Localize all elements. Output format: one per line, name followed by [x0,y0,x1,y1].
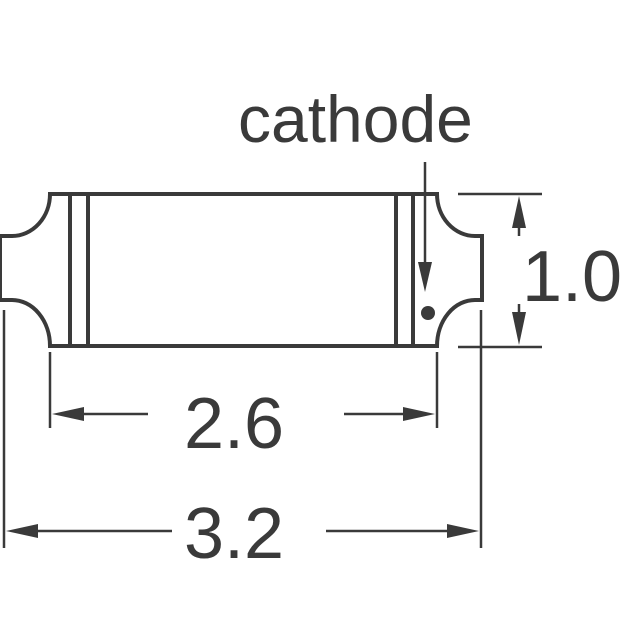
body-length-arrow-left-icon [52,407,84,421]
total-length-arrow-right-icon [447,524,479,538]
body-length-label: 2.6 [184,384,284,464]
total-length-label: 3.2 [184,494,284,574]
body-length-arrow-right-icon [403,407,435,421]
package-outline [0,192,484,348]
cathode-arrow-icon [418,262,432,292]
width-dimension-label: 1.0 [522,237,622,317]
cathode-dot-icon [421,306,435,320]
width-arrow-down-icon [512,312,526,345]
cathode-label: cathode [238,82,473,156]
total-length-arrow-left-icon [6,524,38,538]
width-arrow-up-icon [512,196,526,228]
